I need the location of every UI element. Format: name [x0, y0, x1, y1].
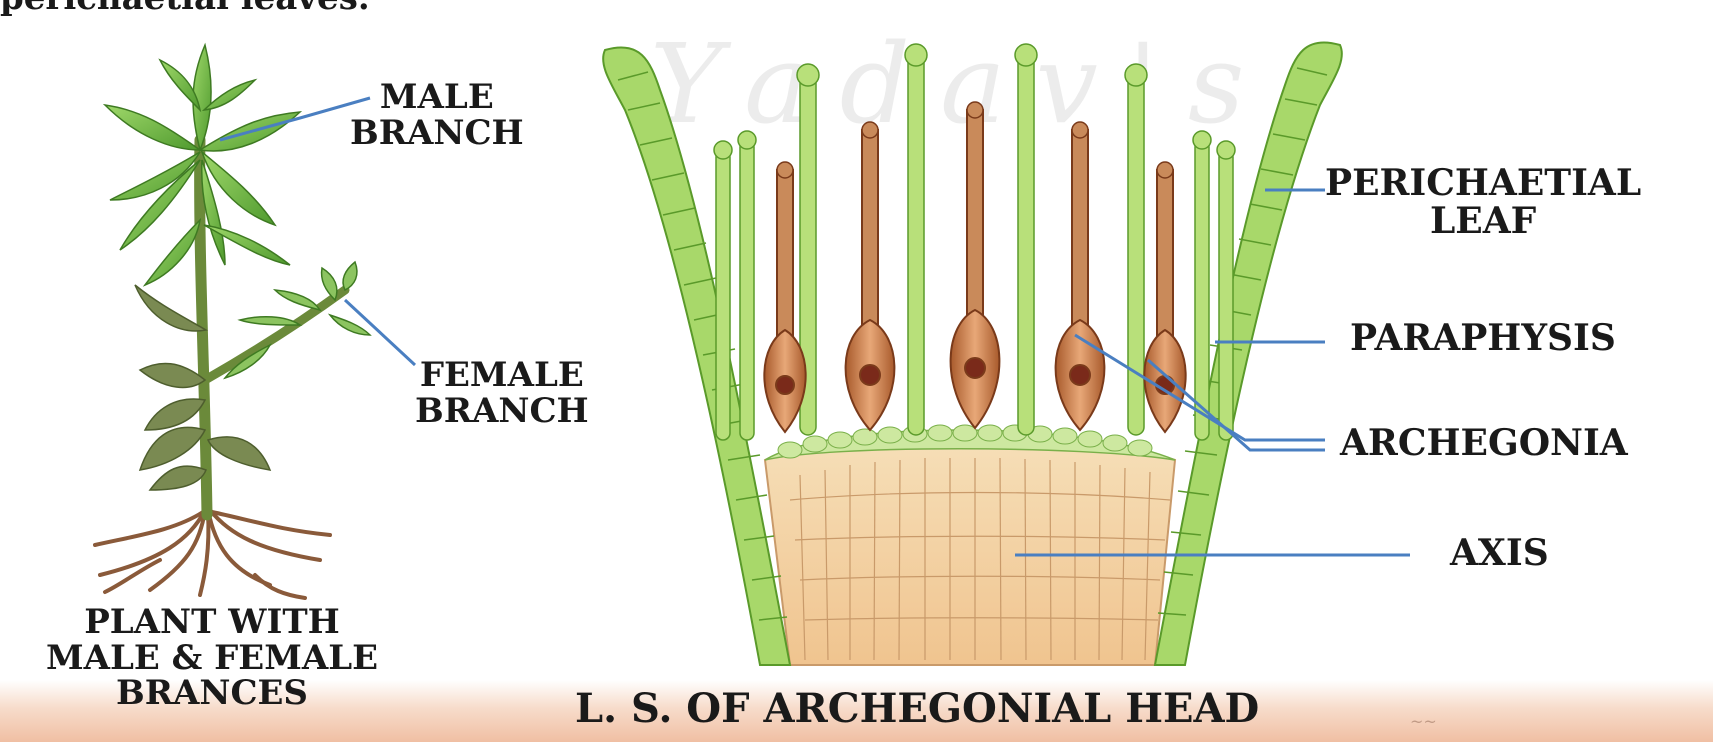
label-female-branch: FEMALE BRANCH: [415, 358, 589, 429]
label-perichaetial-leaf: PERICHAETIAL LEAF: [1325, 165, 1641, 241]
label-male-branch: MALE BRANCH: [350, 80, 524, 151]
archegonia: [764, 110, 1185, 432]
rhizoids: [95, 510, 330, 598]
label-paraphysis: PARAPHYSIS: [1350, 320, 1616, 358]
archegonium-2: [846, 130, 895, 430]
moss-plant: [95, 45, 370, 598]
female-branch-stem: [205, 290, 345, 380]
perichaetial-leaf-left: [603, 47, 790, 665]
caption-ls-archegonial-head: L. S. OF ARCHEGONIAL HEAD: [575, 688, 1259, 730]
caption-plant: PLANT WITH MALE & FEMALE BRANCES: [12, 605, 412, 712]
corner-watermark: ~~: [1410, 712, 1437, 731]
label-axis: AXIS: [1450, 535, 1549, 573]
label-archegonia: ARCHEGONIA: [1340, 425, 1628, 463]
leader-male-branch: [220, 98, 370, 140]
archegonium-5: [1144, 170, 1185, 432]
archegonium-3: [951, 110, 1000, 428]
archegonium-4: [1056, 130, 1105, 430]
archegonial-head: [603, 42, 1342, 665]
